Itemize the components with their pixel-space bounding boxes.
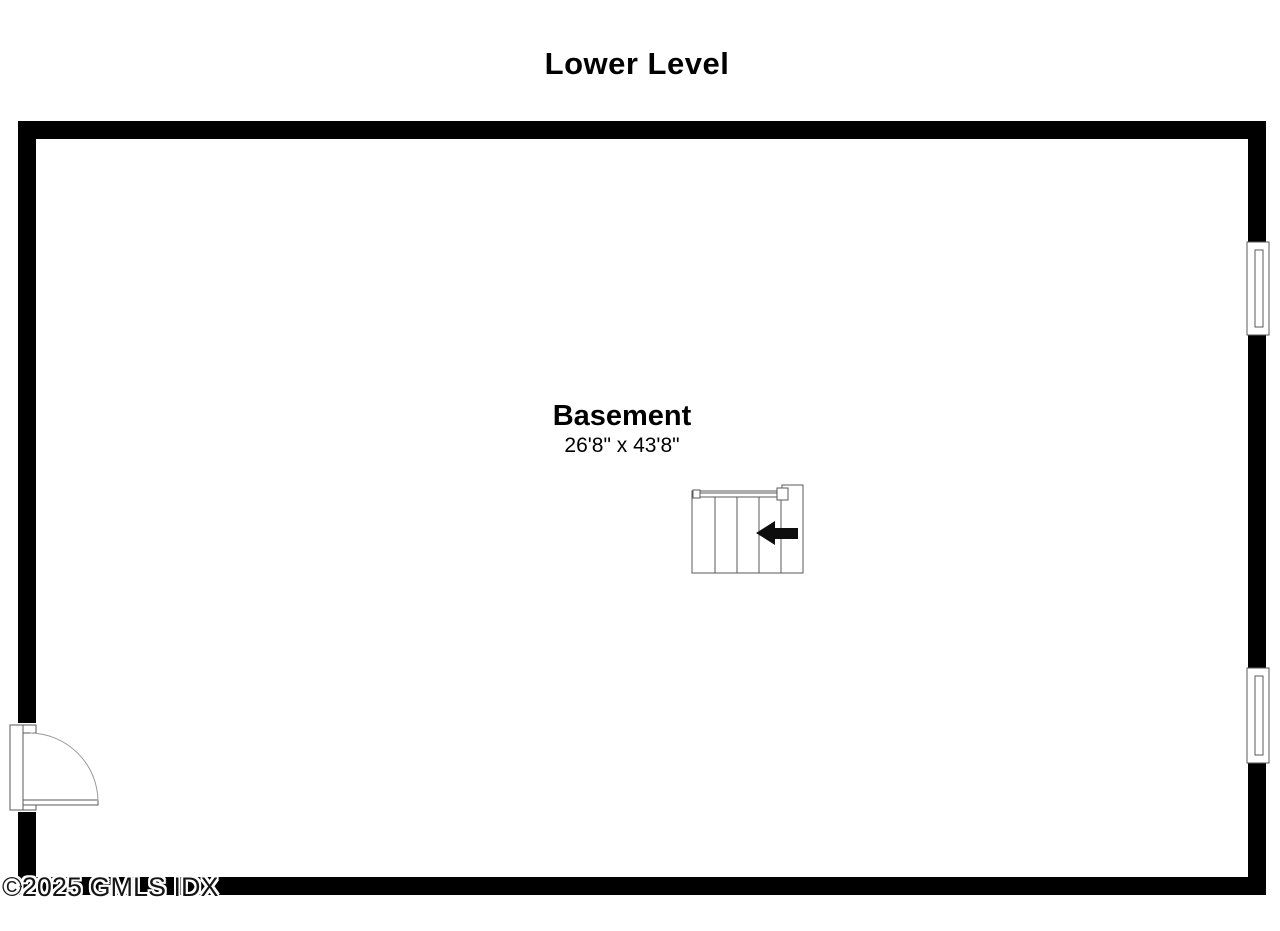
window-sash (1254, 675, 1264, 756)
watermark: ©2025 GMLS IDX (2, 872, 219, 902)
window-right-lower (1246, 667, 1270, 764)
wall-right-middle (1248, 335, 1266, 668)
page-title: Lower Level (544, 46, 730, 81)
staircase (691, 484, 804, 574)
window-sash (1254, 249, 1264, 328)
stair-handrail (696, 492, 784, 498)
door-casing (9, 724, 24, 811)
wall-top (18, 121, 1266, 139)
wall-left-lower (18, 812, 36, 895)
stair-handrail-post-right (776, 487, 789, 501)
stair-handrail-post-left (692, 489, 701, 499)
stair-treads (714, 497, 782, 573)
door-swing-arc (29, 732, 99, 802)
room-name: Basement (552, 400, 692, 432)
exterior-walls (18, 121, 1266, 895)
room-dimensions: 26'8" x 43'8" (564, 433, 680, 457)
wall-right-upper (1248, 121, 1266, 242)
window-right-upper (1246, 241, 1270, 336)
wall-bottom (18, 877, 1266, 895)
wall-left-upper (18, 121, 36, 723)
door-left (9, 724, 99, 811)
door-leaf (22, 799, 99, 806)
door-jamb-top (22, 724, 37, 734)
room-label-basement: Basement 26'8" x 43'8" (472, 400, 772, 458)
arrow-left-icon (756, 521, 798, 545)
wall-right-lower (1248, 763, 1266, 895)
